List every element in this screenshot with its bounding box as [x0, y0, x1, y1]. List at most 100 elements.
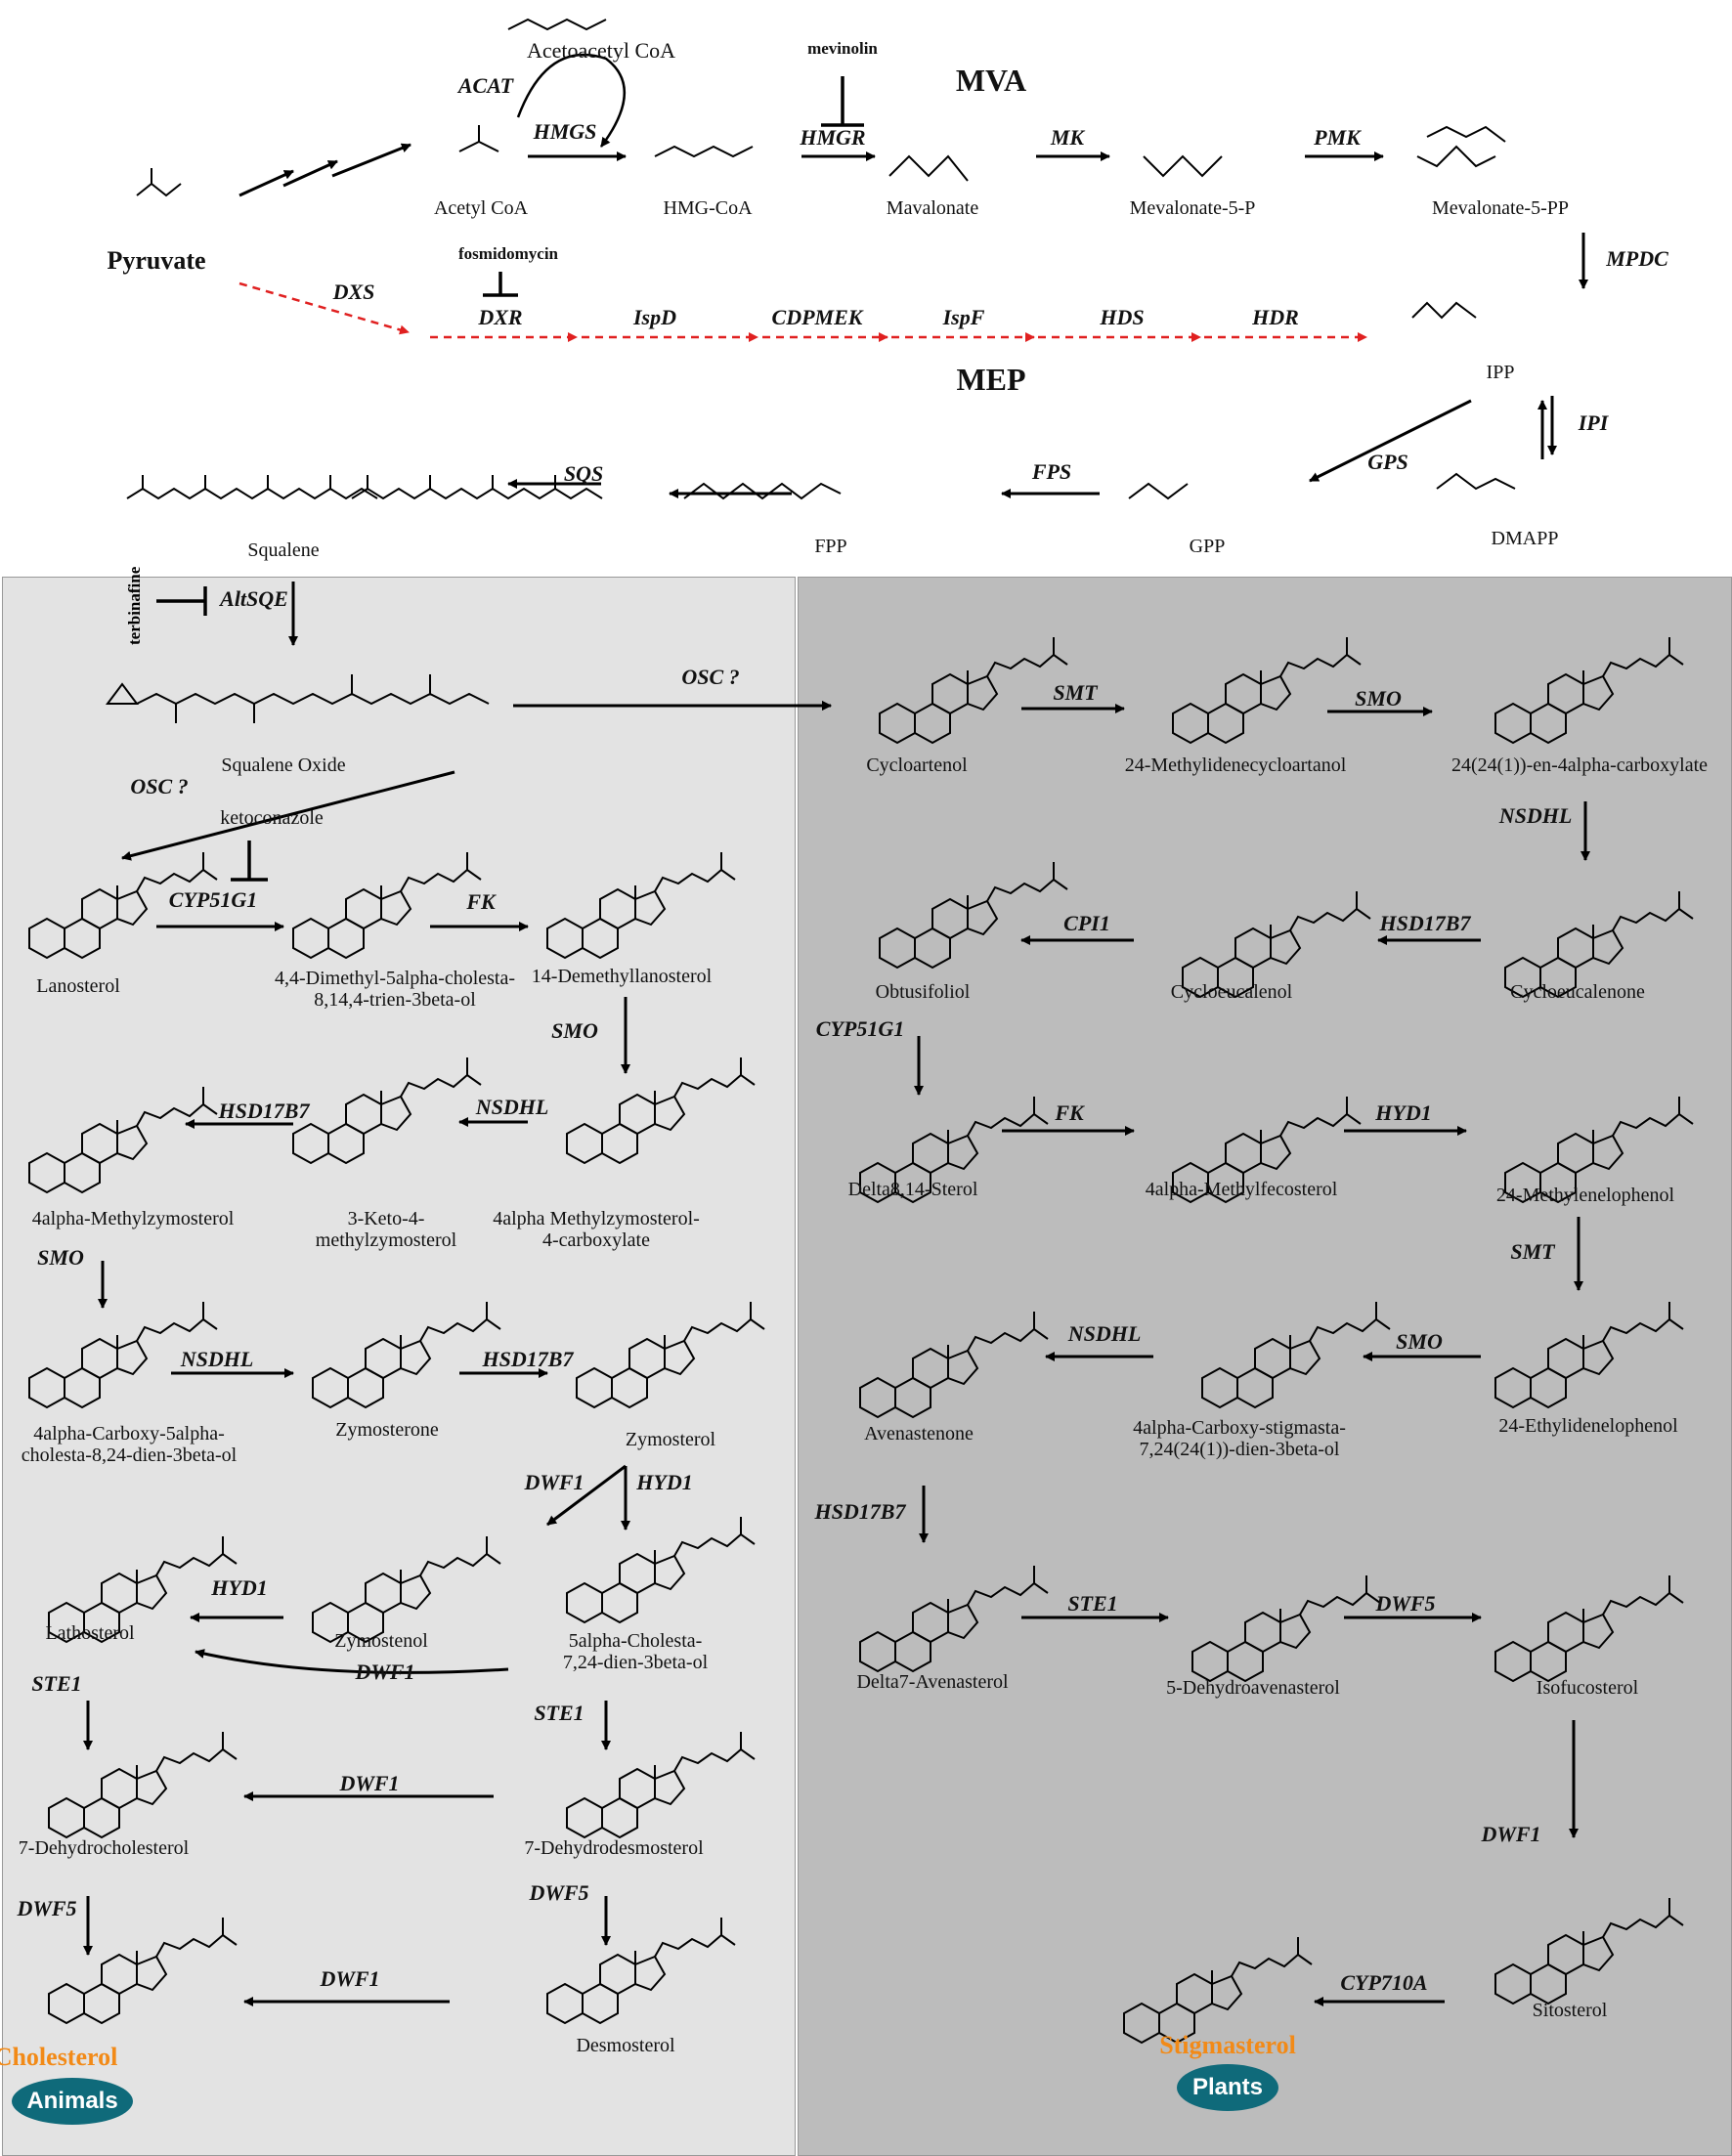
enzyme-smo-c: SMO: [1355, 686, 1402, 711]
mep-arrows: [238, 281, 1367, 342]
dehydrocholesterol-label: 7-Dehydrocholesterol: [18, 1837, 190, 1859]
enzyme-smt-b: SMT: [1510, 1239, 1555, 1264]
ethylidenelophenol-label: 24-Ethylidenelophenol: [1498, 1415, 1678, 1437]
enzyme-hmgr: HMGR: [800, 125, 866, 150]
inhibition-bars: [156, 76, 864, 882]
desmosterol-label: Desmosterol: [576, 2035, 675, 2056]
enzyme-nsdhl-c: NSDHL: [1498, 803, 1573, 828]
enzyme-altsqe: AltSQE: [220, 586, 288, 611]
enzyme-nsdhl-b: NSDHL: [180, 1347, 254, 1371]
stigmasterol-label: Stigmasterol: [1159, 2031, 1296, 2059]
enzyme-hmgs: HMGS: [533, 119, 597, 144]
enzyme-dwf5-c: DWF5: [1375, 1591, 1436, 1616]
enzyme-nsdhl-a: NSDHL: [475, 1095, 549, 1119]
mva-arrows: [83, 143, 1588, 2006]
small-molecule-structures: [136, 18, 1516, 500]
squalene-oxide-label: Squalene Oxide: [221, 755, 346, 776]
enzyme-ipi: IPI: [1578, 410, 1609, 435]
obtusifoliol-label: Obtusifoliol: [875, 981, 971, 1003]
enzyme-hsd17b7-c: HSD17B7: [1379, 911, 1471, 935]
enzyme-hyd1-a: HYD1: [636, 1470, 693, 1494]
enzyme-sqs: SQS: [563, 461, 604, 486]
enzyme-dwf1-d: DWF1: [320, 1966, 380, 1991]
delta7-avenasterol-label: Delta7-Avenasterol: [856, 1671, 1009, 1693]
zymosterone-label: Zymosterone: [335, 1419, 439, 1441]
enzyme-dwf1-c: DWF1: [339, 1771, 400, 1795]
enzyme-hsd17b7-d: HSD17B7: [814, 1499, 906, 1524]
inhibitor-ketoconazole: ketoconazole: [220, 807, 324, 829]
avenastenone-label: Avenastenone: [864, 1423, 974, 1445]
enzyme-osc-q1: OSC ?: [130, 774, 189, 798]
enzyme-ispf: IspF: [942, 305, 985, 329]
methylidenecycloartanol-label: 24-Methylidenecycloartanol: [1124, 755, 1347, 776]
dimethyl-cholesta-label: 4,4-Dimethyl-5alpha-cholesta- 8,14,4-tri…: [274, 968, 516, 1012]
enzyme-gps: GPS: [1367, 450, 1408, 474]
squalene-label: Squalene: [247, 539, 320, 561]
inhibitor-mevinolin: mevinolin: [807, 39, 878, 58]
enzyme-fk-b: FK: [1055, 1100, 1084, 1125]
enzyme-acat: ACAT: [457, 73, 514, 98]
enzyme-cyp710a: CYP710A: [1340, 1970, 1428, 1995]
animals-badge: Animals: [12, 2078, 133, 2125]
enzyme-mk: MK: [1050, 125, 1085, 150]
pyruvate-label: Pyruvate: [107, 246, 206, 275]
enzyme-ste1-a: STE1: [31, 1671, 82, 1696]
carboxy-cholesta-label: 4alpha-Carboxy-5alpha- cholesta-8,24-die…: [21, 1423, 238, 1467]
demethyllanosterol-label: 14-Demethyllanosterol: [531, 966, 713, 987]
enzyme-smt-a: SMT: [1053, 680, 1098, 705]
dmapp-label: DMAPP: [1491, 528, 1559, 549]
cycloeucalenone-label: Cycloeucalenone: [1510, 981, 1645, 1003]
ipp-label: IPP: [1486, 362, 1515, 383]
enzyme-hsd17b7-a: HSD17B7: [218, 1099, 310, 1123]
enzyme-dxs: DXS: [332, 280, 375, 304]
methylzymosterol-carboxylate-label: 4alpha Methylzymosterol- 4-carboxylate: [493, 1208, 700, 1252]
enzyme-ste1-b: STE1: [534, 1701, 585, 1725]
enzyme-cyp51g1-b: CYP51G1: [815, 1016, 905, 1041]
delta-sterol-label: Delta8,14-Sterol: [847, 1179, 978, 1200]
dehydrodesmosterol-label: 7-Dehydrodesmosterol: [524, 1837, 704, 1859]
lathosterol-label: Lathosterol: [45, 1622, 135, 1644]
lanosterol-label: Lanosterol: [36, 975, 120, 997]
enzyme-cdpmek: CDPMEK: [771, 305, 863, 329]
en-carboxylate-label: 24(24(1))-en-4alpha-carboxylate: [1451, 755, 1709, 776]
hmg-coa-label: HMG-CoA: [663, 197, 753, 219]
enzyme-ste1-c: STE1: [1067, 1591, 1118, 1616]
zymosterol-label: Zymosterol: [625, 1429, 716, 1450]
cholesterol-label: Cholesterol: [0, 2043, 118, 2071]
enzyme-fps: FPS: [1031, 459, 1072, 484]
methylzymosterol-label: 4alpha-Methylzymosterol: [31, 1208, 235, 1229]
enzyme-hdr: HDR: [1252, 305, 1299, 329]
enzyme-nsdhl-d: NSDHL: [1067, 1321, 1142, 1346]
inhibitor-terbinafine: terbinafine: [125, 566, 144, 645]
mevalonate-5pp-label: Mevalonate-5-PP: [1432, 197, 1569, 219]
methylenelophenol-label: 24-Methylenelophenol: [1495, 1185, 1675, 1206]
mep-title: MEP: [956, 362, 1026, 397]
enzyme-dwf5-b: DWF5: [529, 1880, 589, 1905]
mevalonate-5p-label: Mevalonate-5-P: [1129, 197, 1256, 219]
cycloartenol-label: Cycloartenol: [866, 755, 968, 776]
enzyme-smo-a: SMO: [551, 1018, 598, 1043]
enzyme-hsd17b7-b: HSD17B7: [482, 1347, 574, 1371]
cycloeucalenol-label: Cycloeucalenol: [1170, 981, 1293, 1003]
carboxy-stigmasta-label: 4alpha-Carboxy-stigmasta- 7,24(24(1))-di…: [1133, 1417, 1346, 1461]
mavalonate-label: Mavalonate: [886, 197, 979, 219]
zymostenol-label: Zymostenol: [334, 1630, 428, 1652]
enzyme-dwf1-b: DWF1: [355, 1660, 415, 1684]
enzyme-hyd1-c: HYD1: [1375, 1100, 1432, 1125]
gpp-label: GPP: [1189, 536, 1226, 557]
sitosterol-label: Sitosterol: [1532, 2000, 1608, 2021]
enzyme-mpdc: MPDC: [1606, 246, 1668, 271]
cholesta-dien-label: 5alpha-Cholesta- 7,24-dien-3beta-ol: [562, 1630, 709, 1674]
enzyme-osc-q2: OSC ?: [681, 665, 740, 689]
dehydroavenasterol-label: 5-Dehydroavenasterol: [1166, 1677, 1340, 1699]
enzyme-dwf1-e: DWF1: [1481, 1822, 1541, 1846]
animal-pathway-panel: [2, 577, 796, 2156]
fpp-label: FPP: [814, 536, 847, 557]
enzyme-fk-a: FK: [466, 889, 496, 914]
plant-arrows: [513, 701, 1590, 2006]
enzyme-smo-d: SMO: [1396, 1329, 1443, 1354]
enzyme-pmk: PMK: [1314, 125, 1361, 150]
keto-methylzymosterol-label: 3-Keto-4- methylzymosterol: [315, 1208, 457, 1252]
isofucosterol-label: Isofucosterol: [1536, 1677, 1639, 1699]
